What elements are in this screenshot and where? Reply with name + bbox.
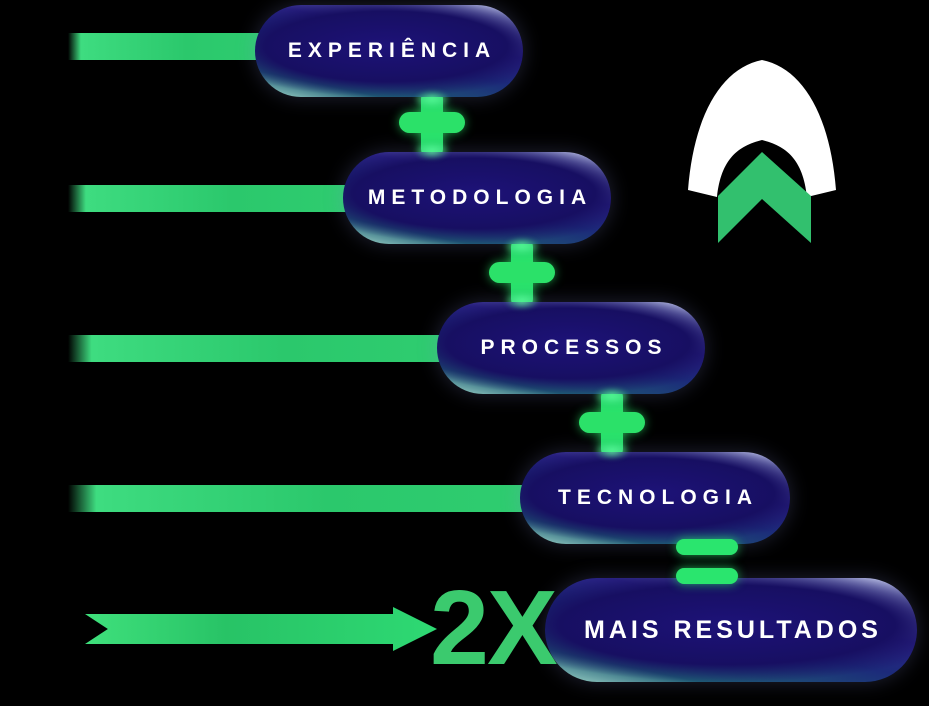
lead-bar-experiencia — [68, 33, 283, 60]
step-pill-tecnologia: TECNOLOGIA — [520, 452, 790, 544]
connector-glow — [594, 387, 630, 405]
equals-icon-bottom-bar — [676, 568, 738, 584]
result-label: MAIS RESULTADOS — [584, 615, 882, 644]
step-label-processos: PROCESSOS — [480, 336, 668, 359]
plus-icon-horizontal-bar-1 — [399, 112, 465, 133]
connector-glow — [504, 292, 540, 310]
brand-logo-icon — [688, 60, 836, 243]
connector-glow — [594, 442, 630, 460]
logo-arch-white — [688, 60, 836, 197]
right-arrow-icon — [85, 607, 437, 651]
equals-icon-top-bar — [676, 539, 738, 555]
connector-glow — [504, 237, 540, 255]
step-pill-metodologia: METODOLOGIA — [343, 152, 611, 244]
step-label-experiencia: EXPERIÊNCIA — [287, 39, 497, 62]
plus-icon-horizontal-bar-2 — [489, 262, 555, 283]
logo-chevron-green — [718, 152, 811, 243]
lead-bar-metodologia — [68, 185, 366, 212]
plus-icon-horizontal-bar-3 — [579, 412, 645, 433]
step-label-tecnologia: TECNOLOGIA — [558, 486, 758, 509]
lead-bar-tecnologia — [68, 485, 540, 512]
step-pill-experiencia: EXPERIÊNCIA — [255, 5, 523, 97]
step-label-metodologia: METODOLOGIA — [367, 186, 593, 209]
step-pill-processos: PROCESSOS — [437, 302, 705, 394]
connector-glow — [414, 90, 450, 108]
lead-bar-processos — [68, 335, 460, 362]
result-pill-mais-resultados: MAIS RESULTADOS — [545, 578, 917, 682]
connector-glow — [414, 142, 450, 160]
multiplier-2x: 2X — [430, 569, 558, 687]
